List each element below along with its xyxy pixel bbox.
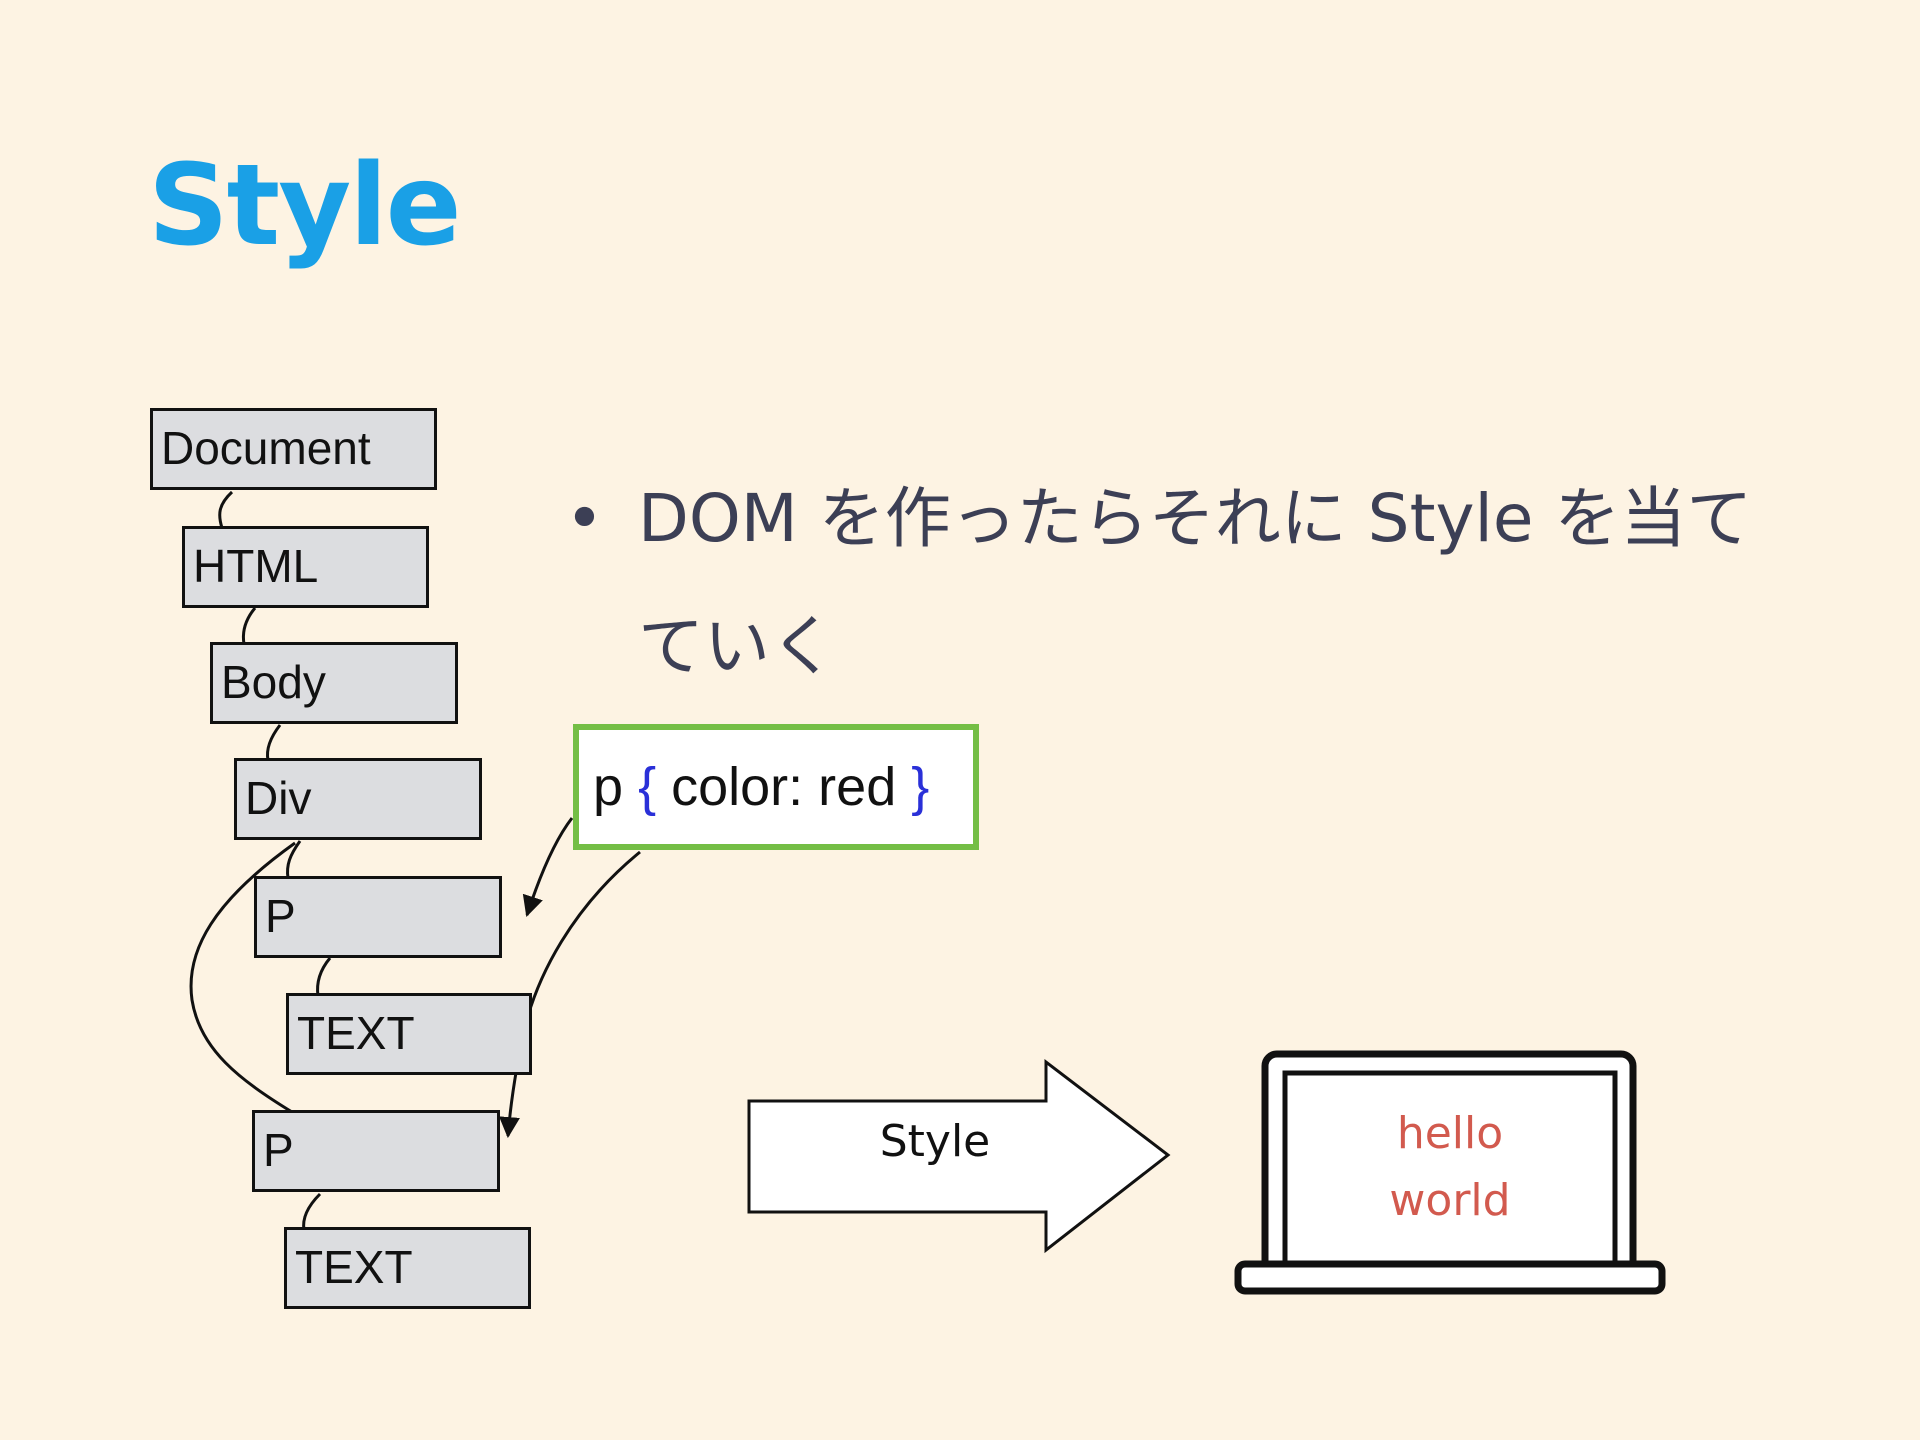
bullet-marker: •: [565, 480, 604, 557]
css-selector: p: [593, 757, 624, 817]
dom-node-p: P: [252, 1110, 500, 1192]
screen-line-hello: hello: [1396, 1108, 1504, 1159]
style-arrow-shape: [747, 1058, 1171, 1254]
css-open-brace: {: [638, 757, 657, 817]
dom-node-text: TEXT: [286, 993, 532, 1075]
tree-connector: [316, 957, 332, 997]
laptop-screen-text: hello world: [1290, 1100, 1610, 1234]
slide-title: Style: [148, 141, 462, 271]
tree-connector: [241, 607, 257, 645]
dom-node-body: Body: [210, 642, 458, 724]
bullet-item: • DOM を作ったらそれに Style を当てていく: [565, 455, 1765, 711]
tree-connector: [266, 724, 282, 761]
tree-connector: [286, 840, 302, 879]
dom-node-html: HTML: [182, 526, 429, 608]
tree-connector: [218, 490, 234, 529]
dom-node-text: TEXT: [284, 1227, 531, 1309]
screen-line-world: world: [1389, 1175, 1511, 1226]
css-close-brace: }: [911, 757, 930, 817]
style-arrow-label: Style: [879, 1116, 991, 1167]
style-arrow-shape: [749, 1060, 1046, 1065]
bullet-text: DOM を作ったらそれに Style を当てていく: [638, 480, 1753, 685]
dom-node-p: P: [254, 876, 502, 958]
dom-node-div: Div: [234, 758, 482, 840]
tree-connector-div-to-p: [189, 841, 296, 1114]
dom-node-document: Document: [150, 408, 437, 490]
laptop-icon: [1234, 1050, 1666, 1295]
style-pointer-arrow: [522, 817, 574, 917]
css-rule-box: p { color: red }: [573, 724, 979, 850]
tree-connector: [302, 1192, 322, 1231]
css-declaration: color: red: [671, 757, 897, 817]
